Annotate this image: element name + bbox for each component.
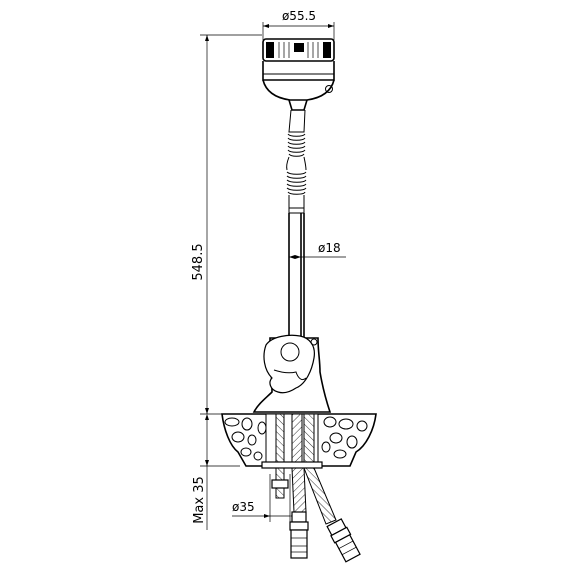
spout-diameter-dimension: ø18 <box>289 241 346 259</box>
total-height-dimension: 548.5 <box>191 34 262 415</box>
max-thickness-label: Max 35 <box>192 476 207 524</box>
spout-diameter-label: ø18 <box>318 241 341 255</box>
top-diameter-label: ø55.5 <box>282 9 316 23</box>
hose-coil-lower <box>286 171 307 195</box>
faucet-body <box>252 334 332 413</box>
stone-pattern <box>224 416 368 461</box>
max-thickness-dimension: Max 35 <box>192 414 240 530</box>
flexible-hose <box>286 109 307 214</box>
countertop-section <box>221 413 377 467</box>
base-diameter-label: ø35 <box>232 500 255 514</box>
spout-tube <box>288 213 305 338</box>
hose-coil-upper <box>287 133 306 157</box>
top-diameter-dimension: ø55.5 <box>262 9 335 40</box>
total-height-label: 548.5 <box>191 243 206 280</box>
mounting-hardware <box>261 413 361 563</box>
shower-head <box>262 38 335 111</box>
